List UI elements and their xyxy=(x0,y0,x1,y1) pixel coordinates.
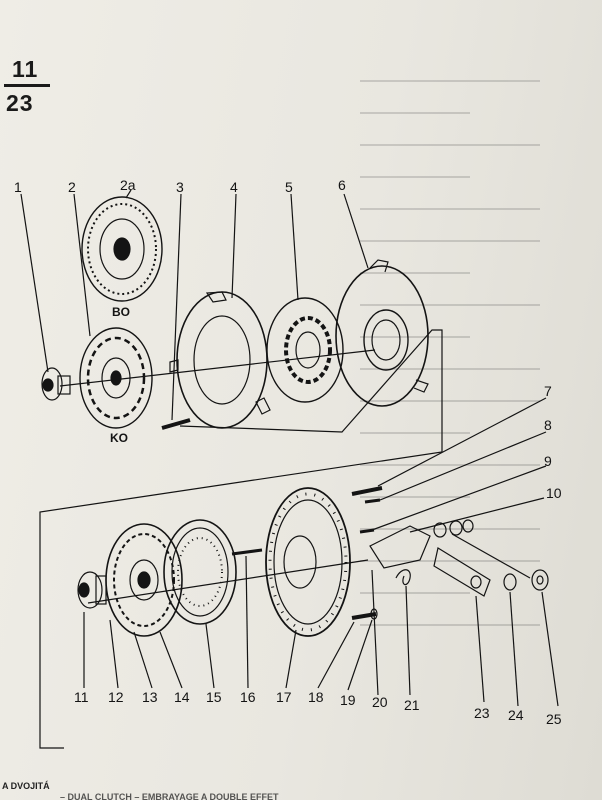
part-24-washer xyxy=(503,573,519,707)
callout-8: 8 xyxy=(544,417,552,433)
callout-4: 4 xyxy=(230,179,238,195)
callout-labels: 1 2 2a 3 4 5 6 7 8 9 10 11 12 13 14 15 1… xyxy=(14,177,562,727)
callout-6: 6 xyxy=(338,177,346,193)
callout-9: 9 xyxy=(544,453,552,469)
variant-label-ko: KO xyxy=(110,431,128,445)
callout-19: 19 xyxy=(340,692,356,708)
part-20-lever xyxy=(369,525,431,696)
callout-18: 18 xyxy=(308,689,324,705)
callout-13: 13 xyxy=(142,689,158,705)
callout-2: 2 xyxy=(68,179,76,195)
part-12-pin xyxy=(109,619,119,689)
part-25-nut xyxy=(531,569,559,707)
callout-7: 7 xyxy=(544,383,552,399)
part-9-pin xyxy=(359,465,547,534)
part-16-long-bolt xyxy=(231,548,263,689)
part-2a-disc-bo xyxy=(81,189,163,302)
page-footer: A DVOJITÁ – DUAL CLUTCH – EMBRAYAGE A DO… xyxy=(0,780,602,800)
part-17-cover-plate xyxy=(265,487,351,689)
part-8-pin xyxy=(364,431,547,504)
footer-title: A DVOJITÁ xyxy=(2,781,50,791)
fasteners-row xyxy=(433,519,531,579)
part-6-clutch-cover xyxy=(335,193,429,407)
callout-11: 11 xyxy=(74,689,89,705)
callout-25: 25 xyxy=(546,711,562,727)
part-5-diaphragm-spring xyxy=(266,193,344,403)
callout-12: 12 xyxy=(108,689,124,705)
page-number-divider xyxy=(4,84,50,87)
part-7-bolt xyxy=(351,397,547,496)
callout-14: 14 xyxy=(174,689,190,705)
part-19-nut xyxy=(347,608,378,691)
part-23-link-arm xyxy=(433,547,491,703)
part-15-intermediate-plate xyxy=(163,519,237,689)
callout-24: 24 xyxy=(508,707,524,723)
part-13-friction-lining xyxy=(133,631,153,689)
callout-10: 10 xyxy=(546,485,562,501)
callout-3: 3 xyxy=(176,179,184,195)
part-18-screw xyxy=(317,612,377,689)
variant-label-bo: BO xyxy=(112,305,130,319)
callout-21: 21 xyxy=(404,697,420,713)
page-number-top: 11 xyxy=(12,56,39,82)
footer-subtitle: – DUAL CLUTCH – EMBRAYAGE A DOUBLE EFFET xyxy=(60,792,279,800)
callout-5: 5 xyxy=(285,179,293,195)
callout-20: 20 xyxy=(372,694,388,710)
callout-2a: 2a xyxy=(120,177,136,193)
callout-15: 15 xyxy=(206,689,222,705)
part-21-spring-clip xyxy=(395,569,411,696)
part-1-hub xyxy=(20,193,71,401)
callout-16: 16 xyxy=(240,689,256,705)
callout-17: 17 xyxy=(276,689,292,705)
variant-labels: BO KO xyxy=(110,305,130,445)
callout-23: 23 xyxy=(474,705,490,721)
part-3-bolt xyxy=(161,193,191,430)
callout-1: 1 xyxy=(14,179,22,195)
page-number-bottom: 23 xyxy=(6,90,34,116)
part-4-pressure-plate xyxy=(169,193,271,429)
part-10-screw xyxy=(409,497,545,533)
part-11-hub xyxy=(77,571,107,688)
part-14-clutch-disc xyxy=(105,523,183,689)
part-2-disc-ko xyxy=(73,193,153,429)
